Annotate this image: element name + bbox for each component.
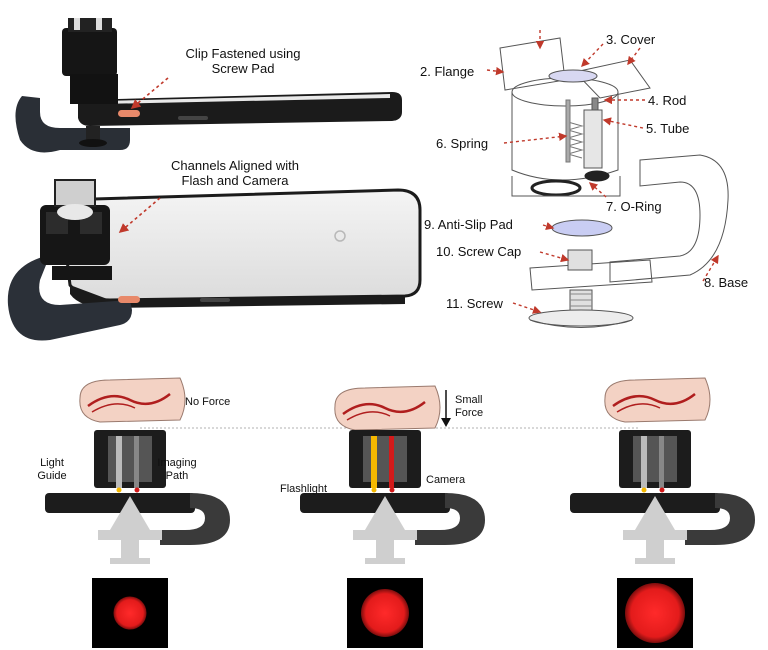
clip-label-line2: Screw Pad [211, 61, 275, 76]
device-channel [363, 436, 407, 482]
blood-vessel [342, 401, 426, 416]
clip-arm [415, 493, 485, 545]
clip-label-line1: Clip Fastened using [185, 46, 301, 61]
part-label-rod: 4. Rod [648, 93, 687, 108]
support-cone [635, 496, 675, 530]
phone-slab [300, 493, 450, 513]
exploded-leader-arrows [486, 30, 719, 314]
force-panel-1 [45, 377, 230, 648]
support-plate [353, 530, 417, 540]
camera-dot [659, 487, 665, 493]
blood-vessel [616, 403, 661, 413]
clip-arm [160, 493, 230, 545]
clip-pointer-arrow [130, 77, 169, 110]
channels-label-line1: Channels Aligned with [171, 158, 299, 173]
support-base [635, 558, 675, 564]
imaging-path [659, 436, 664, 488]
part-label-screw: 11. Screw [446, 296, 503, 311]
flash-dot [371, 487, 377, 493]
support-base [365, 558, 405, 564]
red-spot [113, 596, 147, 630]
support-screw [646, 540, 664, 560]
clip-label: Clip Fastened using Screw Pad [168, 46, 318, 76]
part-label-base: 8. Base [704, 275, 749, 290]
part-label-anti-slip-pad: 9. Anti-Slip Pad [424, 217, 513, 232]
blood-vessel [346, 411, 391, 421]
phone-side-view [15, 18, 402, 153]
blood-vessel [91, 403, 136, 413]
exploded-drawing [499, 37, 729, 328]
phone-angled-view [7, 179, 422, 341]
camera-dot [389, 487, 395, 493]
red-spot [625, 583, 685, 643]
channels-label: Channels Aligned with Flash and Camera [155, 158, 315, 188]
phone-slab [45, 493, 195, 513]
clip-arm [685, 493, 755, 545]
no-force-label: No Force [185, 396, 231, 408]
flash-dot [641, 487, 647, 493]
camera-dot [134, 487, 140, 493]
support-cone [110, 496, 150, 530]
part-label-o-ring: 7. O-Ring [606, 199, 662, 214]
device-channel [633, 436, 677, 482]
support-screw [121, 540, 139, 560]
light-guide [116, 436, 122, 488]
channels-label-line2: Flash and Camera [181, 173, 289, 188]
force-panel-2 [300, 385, 485, 648]
imaging-path [134, 436, 139, 488]
force-panel-3 [570, 377, 755, 648]
support-cone [365, 496, 405, 530]
flash-dot [116, 487, 122, 493]
part-label-tube: 5. Tube [646, 121, 690, 136]
part-label-cover: 3. Cover [606, 32, 656, 47]
device-channel [108, 436, 152, 482]
part-label-flange: 2. Flange [420, 64, 475, 79]
part-label-spring: 6. Spring [436, 136, 489, 151]
force-arrowhead [441, 418, 451, 427]
blood-vessel [612, 393, 696, 408]
support-base [110, 558, 150, 564]
light-guide [371, 436, 377, 488]
channels-pointer-arrow [118, 197, 161, 234]
camera-label: Camera [426, 474, 466, 486]
blood-vessel [87, 393, 171, 408]
flashlight-label: Flashlight [280, 483, 328, 495]
part-label-screw-cap: 10. Screw Cap [436, 244, 522, 259]
red-spot [361, 589, 409, 637]
phone-slab [570, 493, 720, 513]
imaging-path [389, 436, 394, 488]
light-guide [641, 436, 647, 488]
support-plate [98, 530, 162, 540]
support-screw [376, 540, 394, 560]
support-plate [623, 530, 687, 540]
